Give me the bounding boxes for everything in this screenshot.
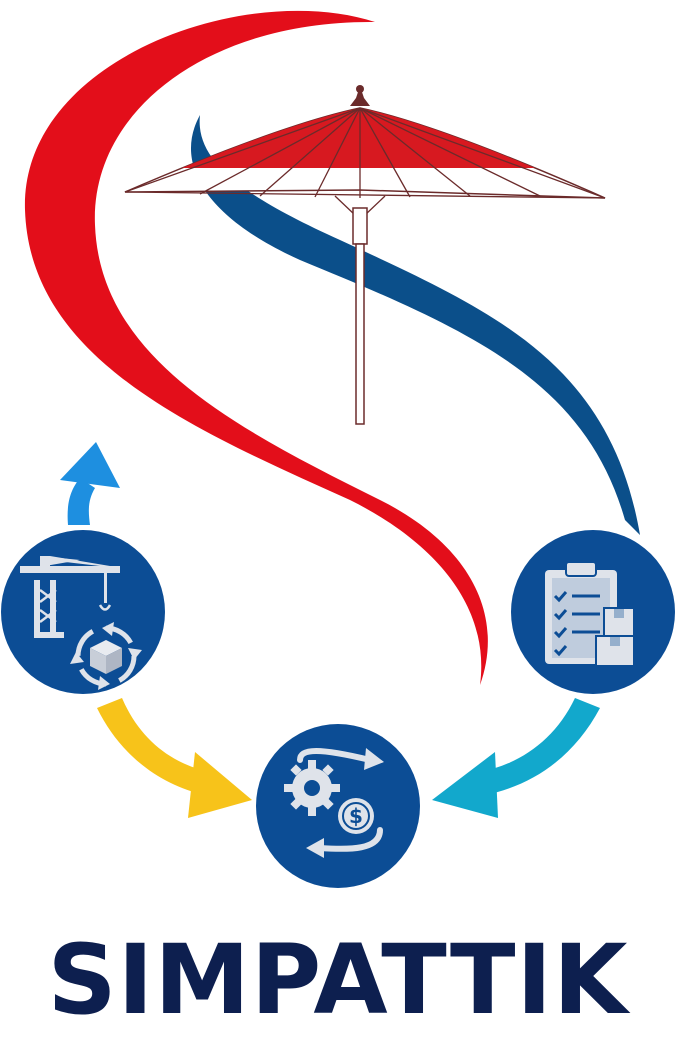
red-swoosh bbox=[24, 10, 488, 686]
brand-name: SIMPATTIK bbox=[47, 924, 629, 1036]
svg-text:$: $ bbox=[349, 804, 363, 828]
arrow-cyan-icon bbox=[432, 698, 600, 818]
crane-cargo-cycle-icon bbox=[1, 530, 165, 694]
arrow-up-icon bbox=[60, 442, 120, 525]
gear-dollar-exchange-icon: $ bbox=[256, 724, 420, 888]
arrow-yellow-icon bbox=[97, 698, 252, 818]
simpattik-logo: $ bbox=[1, 10, 675, 888]
clipboard-checklist-boxes-icon bbox=[511, 530, 675, 694]
